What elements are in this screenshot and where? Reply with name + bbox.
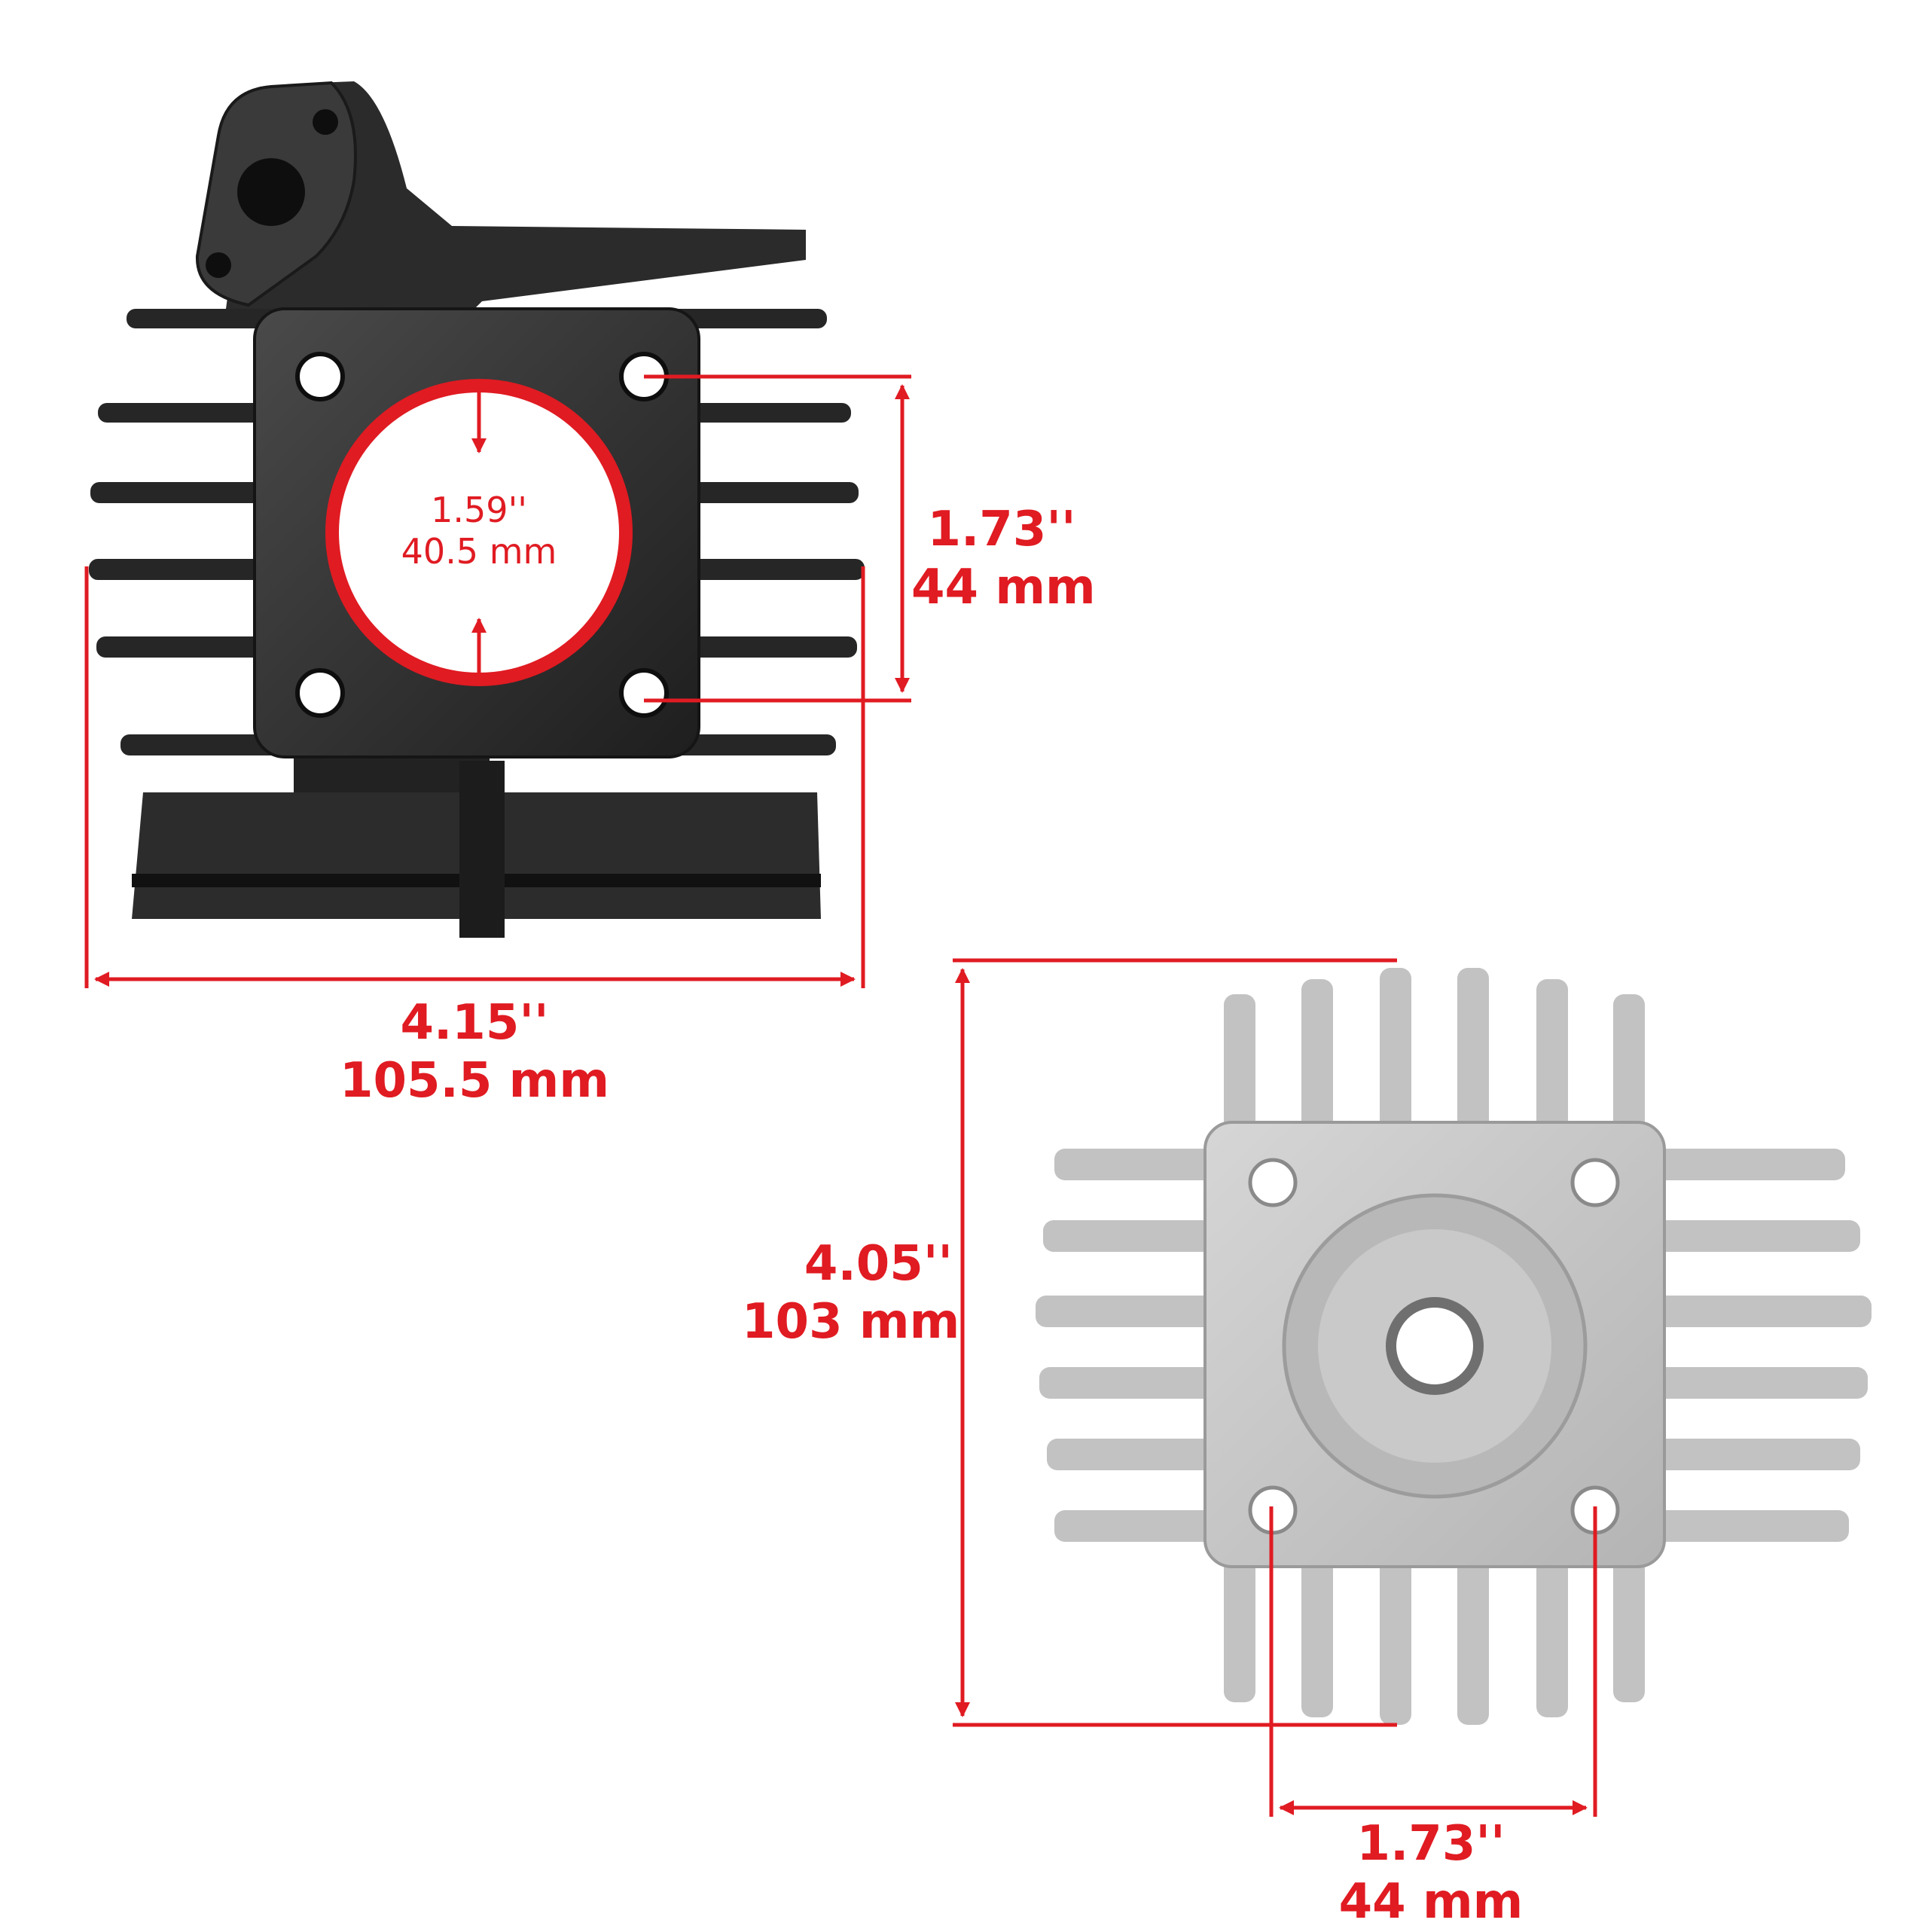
cyl-width-mm: 105.5 mm — [339, 1052, 610, 1109]
cylinder-part — [89, 81, 865, 938]
combustion-dome — [1282, 1193, 1588, 1499]
bore-mm: 40.5 mm — [401, 531, 557, 572]
dimension-lines — [84, 374, 1597, 1817]
head-stud-in: 1.73'' — [1356, 1816, 1505, 1872]
head-height-mm: 103 mm — [742, 1293, 960, 1350]
intake-port — [195, 81, 806, 309]
head-height-label: 4.05'' 103 mm — [742, 1235, 960, 1351]
head-fins-right — [1642, 1149, 1872, 1542]
head-stud-mm: 44 mm — [1338, 1873, 1524, 1930]
bore-in: 1.59'' — [431, 490, 527, 530]
head-height-in: 4.05'' — [804, 1236, 953, 1292]
head-part — [1036, 968, 1872, 1725]
head-stud-spacing-label: 1.73'' 44 mm — [1333, 1815, 1529, 1931]
cylinder-stud-holes — [295, 352, 669, 718]
cyl-width-in: 4.15'' — [400, 995, 549, 1051]
cyl-stud-in: 1.73'' — [927, 502, 1076, 557]
cyl-stud-mm: 44 mm — [911, 559, 1096, 615]
cylinder-base — [132, 746, 821, 938]
bore-label: 1.59'' 40.5 mm — [377, 490, 581, 572]
cylinder-stud-spacing-label: 1.73'' 44 mm — [911, 501, 1096, 617]
head-fins-left — [1036, 1149, 1235, 1542]
cylinder-width-label: 4.15'' 105.5 mm — [324, 994, 625, 1110]
